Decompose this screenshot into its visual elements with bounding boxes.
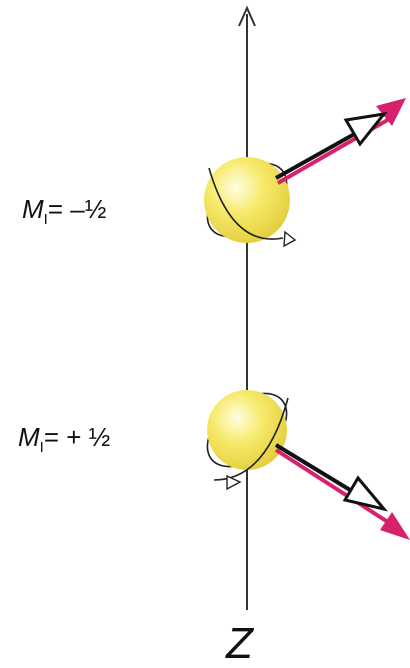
- rotation-arrowhead-bottom-icon: [227, 476, 240, 489]
- state-symbol: M: [22, 194, 44, 224]
- nucleus-sphere-bottom: [207, 390, 287, 470]
- rotation-arrowhead-top-icon: [284, 232, 295, 246]
- spin-vector-top: [276, 132, 358, 178]
- state-value: = –½: [48, 194, 107, 224]
- state-value: = + ½: [44, 422, 111, 452]
- nucleus-sphere-top: [204, 157, 290, 243]
- magnetic-moment-arrowhead-bottom-icon: [380, 512, 410, 540]
- state-symbol: M: [18, 422, 40, 452]
- magnetic-moment-vector-bottom: [276, 450, 391, 524]
- spin-state-label-top: MI= –½: [22, 196, 106, 227]
- z-axis: [239, 8, 255, 610]
- spin-state-top: [194, 98, 406, 251]
- spin-state-label-bottom: MI= + ½: [18, 424, 110, 455]
- spin-vector-bottom: [276, 445, 360, 496]
- spin-state-bottom: [194, 379, 410, 540]
- z-axis-label: Z: [226, 622, 253, 666]
- spin-arrowhead-bottom-icon: [345, 478, 384, 509]
